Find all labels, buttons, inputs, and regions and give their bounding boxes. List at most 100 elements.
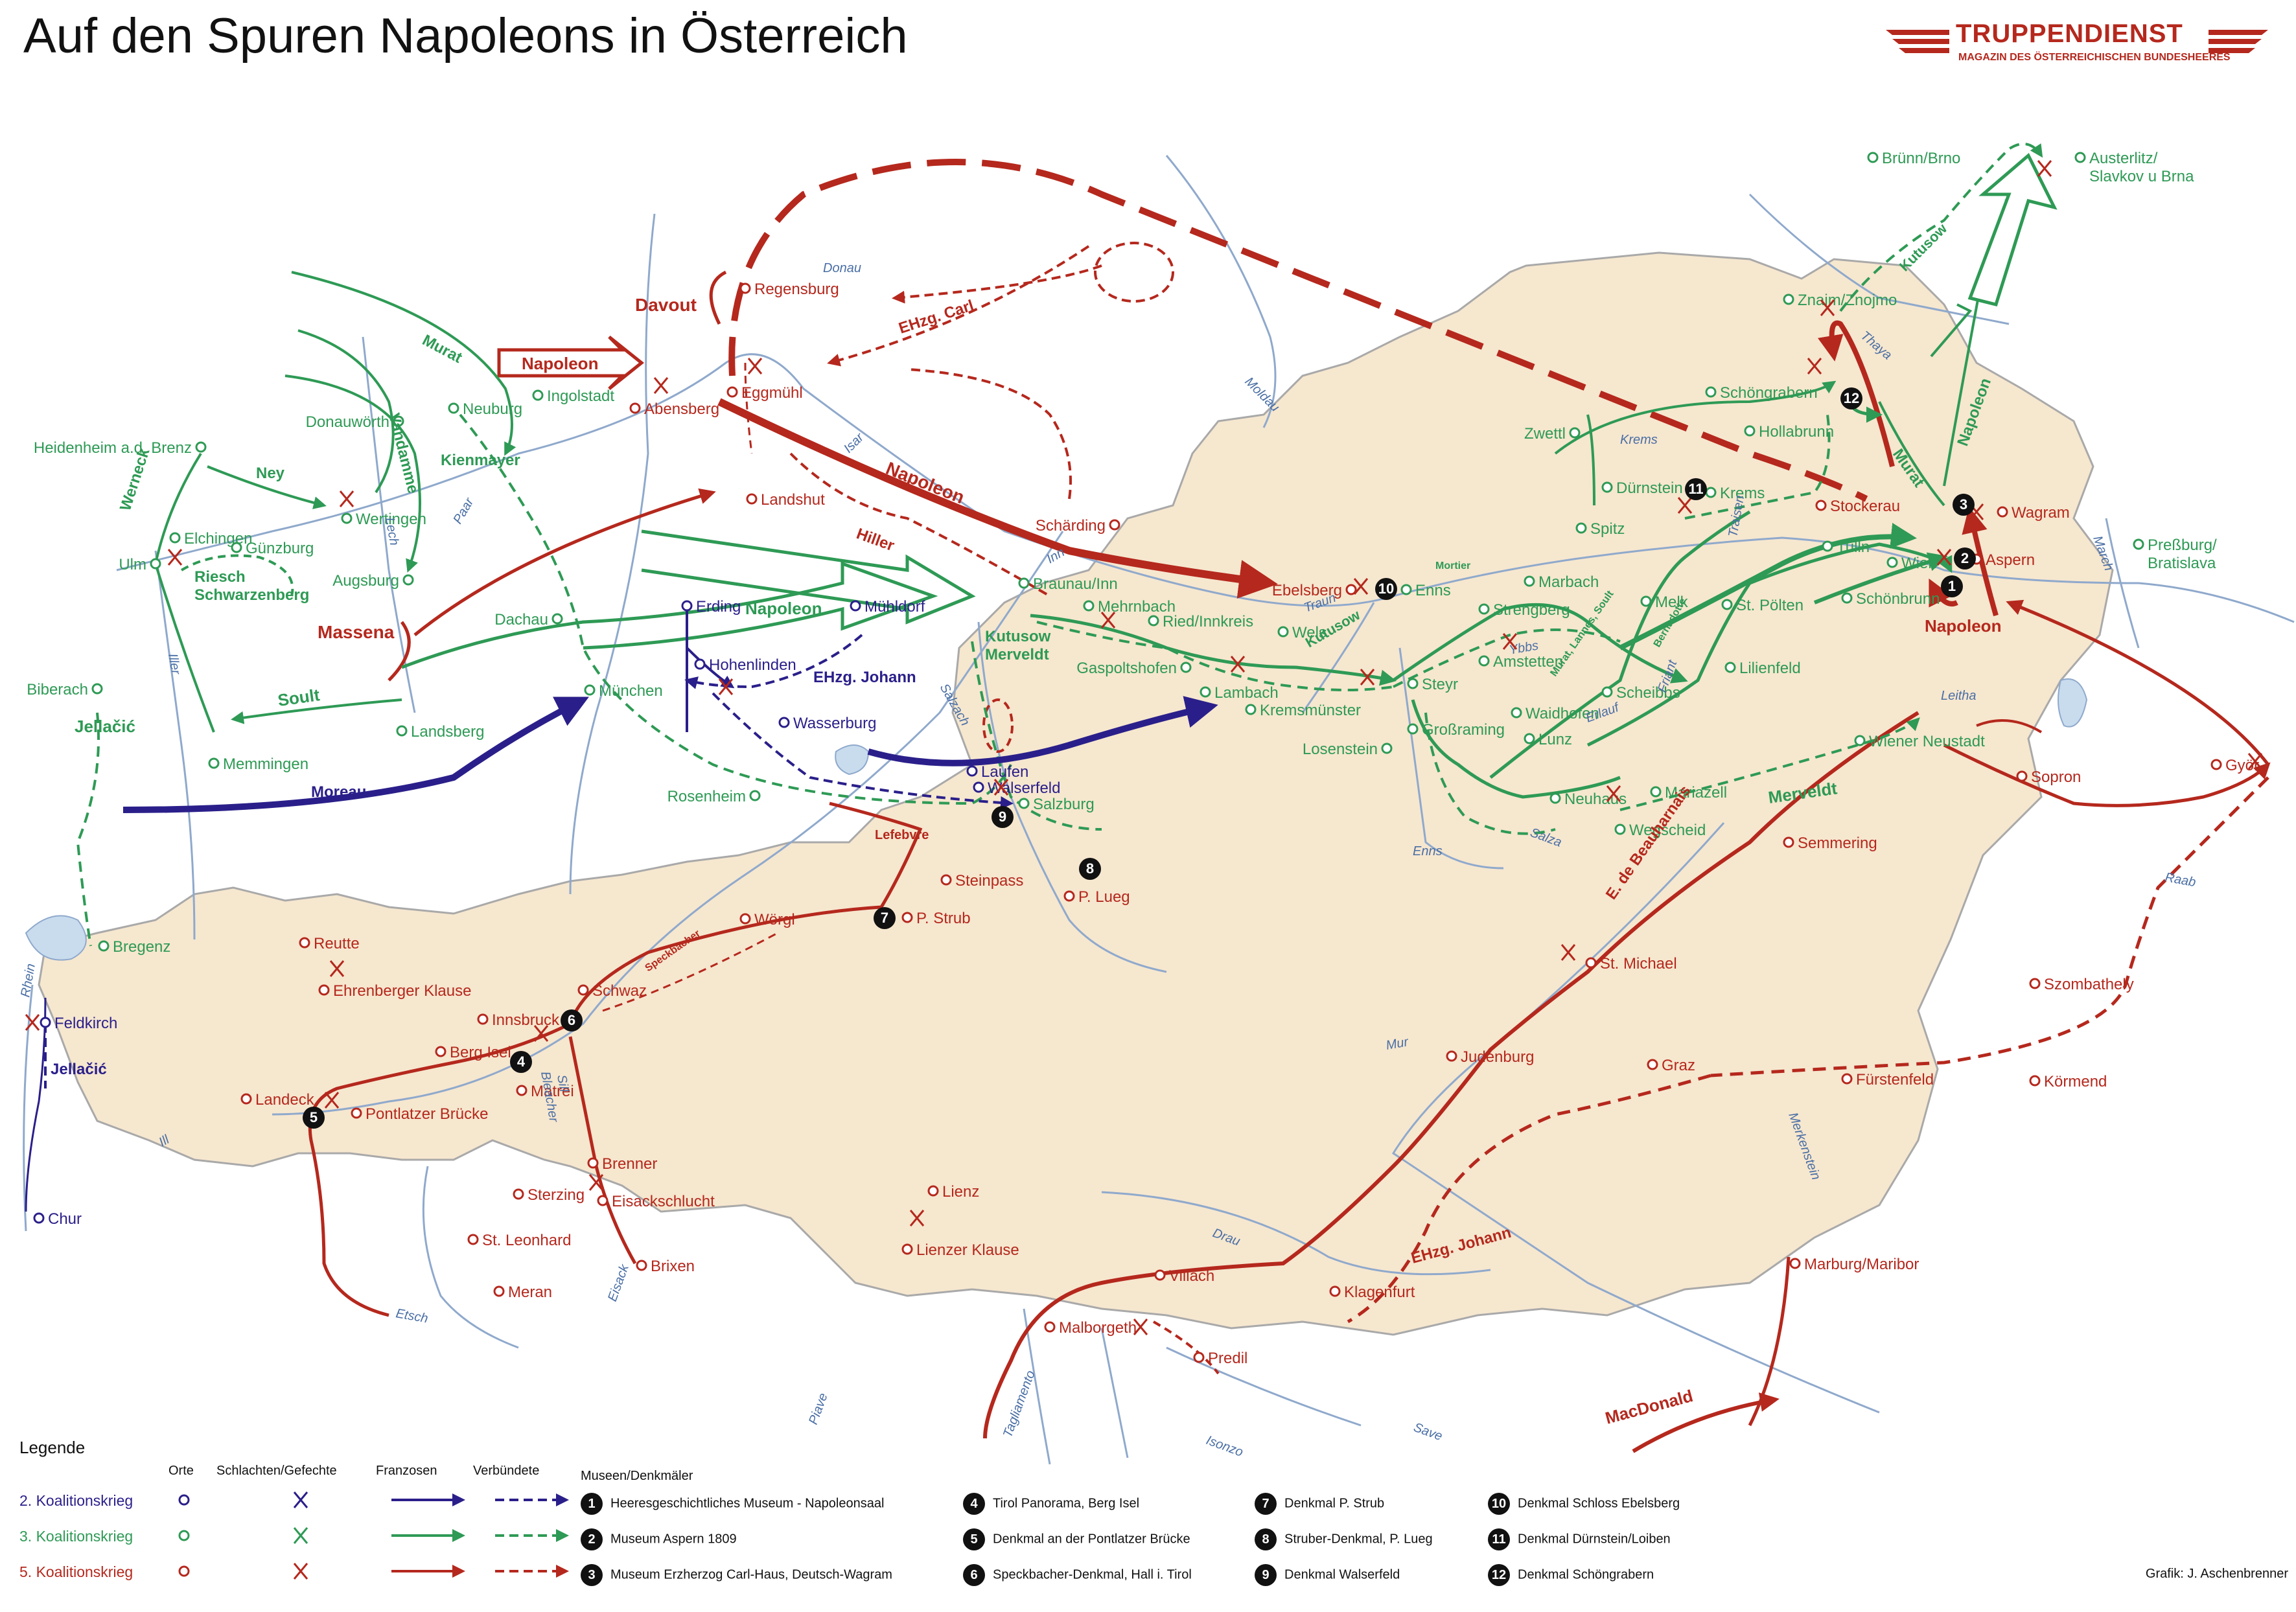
museum-marker-1: 1 bbox=[1941, 575, 1963, 597]
place-label: Dürnstein bbox=[1616, 479, 1683, 497]
place-marker-icon bbox=[1524, 575, 1535, 587]
place-marker-icon bbox=[1329, 1285, 1341, 1297]
commander-ehzg_carl: EHzg. Carl bbox=[897, 297, 977, 338]
place-marker-icon bbox=[1193, 1352, 1205, 1363]
commander-jellacic_green: Jellačić bbox=[75, 717, 135, 736]
place-marker-icon bbox=[33, 1212, 45, 1224]
place-judenburg: Judenburg bbox=[1446, 1048, 1534, 1066]
place-braunau: Braunau/Inn bbox=[1018, 575, 1118, 593]
place-marker-icon bbox=[597, 1195, 609, 1206]
place-marker-icon bbox=[1407, 678, 1419, 689]
place-austerlitz: Austerlitz/Slavkov u Brna bbox=[2074, 150, 2194, 185]
museum-marker-3: 3 bbox=[1953, 494, 1975, 516]
museum-marker-10: 10 bbox=[1375, 578, 1397, 600]
place-wienerneustadt: Wiener Neustadt bbox=[1854, 733, 1985, 750]
chiemsee bbox=[835, 744, 870, 776]
place-label: Klagenfurt bbox=[1344, 1284, 1415, 1301]
place-marker-icon bbox=[850, 600, 861, 612]
place-marker-icon bbox=[1109, 519, 1120, 531]
place-malborgeth: Malborgeth bbox=[1044, 1319, 1137, 1337]
battle-icon bbox=[1230, 656, 1246, 673]
place-erding: Erding bbox=[681, 598, 741, 616]
place-heidenheim: Heidenheim a.d. Brenz bbox=[34, 439, 207, 457]
place-label: Tulln bbox=[1837, 538, 1870, 556]
place-marker-icon bbox=[448, 402, 459, 414]
battle-icon bbox=[329, 960, 345, 977]
place-schoenbrunn: Schönbrunn bbox=[1841, 590, 1940, 608]
museum-marker-12: 12 bbox=[1840, 387, 1862, 409]
place-marker-icon bbox=[1478, 655, 1490, 667]
river-label: Enns bbox=[1413, 844, 1443, 858]
place-marker-icon bbox=[940, 874, 952, 886]
place-graz: Graz bbox=[1647, 1057, 1695, 1074]
place-stleonhard: St. Leonhard bbox=[467, 1232, 571, 1249]
place-marker-icon bbox=[1569, 427, 1581, 439]
battle-icon bbox=[1100, 612, 1116, 628]
place-marker-icon bbox=[240, 1093, 252, 1105]
place-neuburg: Neuburg bbox=[448, 400, 522, 418]
place-label: Kremsmünster bbox=[1260, 702, 1361, 719]
place-label: Biberach bbox=[27, 681, 88, 698]
neusiedlersee bbox=[2058, 678, 2088, 728]
place-marker-icon bbox=[1063, 890, 1075, 902]
place-muehldorf: Mühldorf bbox=[850, 598, 925, 616]
commander-kutusow_merveldt: Kutusow bbox=[985, 628, 1051, 645]
place-plueg: P. Lueg bbox=[1063, 888, 1130, 906]
place-meran: Meran bbox=[493, 1284, 552, 1301]
place-wels: Wels bbox=[1277, 624, 1327, 641]
place-mehrnbach: Mehrnbach bbox=[1083, 598, 1176, 616]
place-label: Lienzer Klause bbox=[916, 1241, 1019, 1259]
place-reutte: Reutte bbox=[299, 935, 360, 952]
place-waidhofen: Waidhofen bbox=[1511, 705, 1599, 722]
place-marker-icon bbox=[778, 717, 790, 728]
commander-kutusow_merveldt: Merveldt bbox=[985, 646, 1049, 663]
place-label: Krems bbox=[1720, 485, 1765, 502]
place-woergl: Wörgl bbox=[739, 911, 795, 928]
place-marker-icon bbox=[1886, 557, 1898, 568]
place-label: Wien bbox=[1901, 555, 1937, 572]
place-pontlatz: Pontlatzer Brücke bbox=[351, 1105, 488, 1123]
battle-icon bbox=[533, 1025, 549, 1042]
legend-symbols bbox=[178, 1491, 569, 1580]
place-marker-icon bbox=[40, 1017, 51, 1028]
place-label: Braunau/Inn bbox=[1033, 575, 1118, 593]
place-marker-icon bbox=[1407, 723, 1419, 735]
place-marker-icon bbox=[477, 1013, 489, 1025]
place-innsbruck: Innsbruck bbox=[477, 1011, 560, 1029]
place-marker-icon bbox=[1381, 743, 1393, 754]
place-abensberg: Abensberg bbox=[629, 400, 719, 418]
place-label: Walserfeld bbox=[988, 779, 1060, 797]
place-marker-icon bbox=[2029, 978, 2041, 989]
place-marker-icon bbox=[1783, 836, 1794, 848]
battle-icon bbox=[25, 1014, 40, 1031]
place-memmingen: Memmingen bbox=[208, 755, 308, 773]
logo-subtitle: MAGAZIN DES ÖSTERREICHISCHEN BUNDESHEERE… bbox=[1958, 52, 2231, 63]
place-label: Steinpass bbox=[955, 872, 1023, 890]
place-grossraming: Großraming bbox=[1407, 721, 1505, 739]
place-label: Preßburg/ bbox=[2148, 536, 2217, 554]
place-label: Bratislava bbox=[2148, 555, 2216, 572]
place-marker-icon bbox=[1524, 733, 1535, 744]
battle-icon bbox=[1133, 1318, 1148, 1335]
place-label: Ingolstadt bbox=[547, 387, 614, 405]
place-label: Ulm bbox=[119, 556, 146, 573]
place-landeck: Landeck bbox=[240, 1091, 315, 1109]
place-marker-icon bbox=[726, 386, 738, 398]
place-brixen: Brixen bbox=[636, 1258, 695, 1275]
place-ried: Ried/Innkreis bbox=[1148, 613, 1253, 630]
place-label: Steyr bbox=[1422, 676, 1458, 693]
place-label: Wörgl bbox=[754, 911, 795, 928]
place-eggmuehl: Eggmühl bbox=[726, 384, 803, 402]
place-label: Körmend bbox=[2044, 1073, 2107, 1090]
place-label: Semmering bbox=[1798, 835, 1877, 852]
place-marker-icon bbox=[402, 574, 414, 586]
place-strengberg: Strengberg bbox=[1478, 601, 1570, 619]
place-marker-icon bbox=[973, 781, 984, 793]
place-marker-icon bbox=[1601, 686, 1613, 698]
place-marker-icon bbox=[396, 725, 408, 737]
